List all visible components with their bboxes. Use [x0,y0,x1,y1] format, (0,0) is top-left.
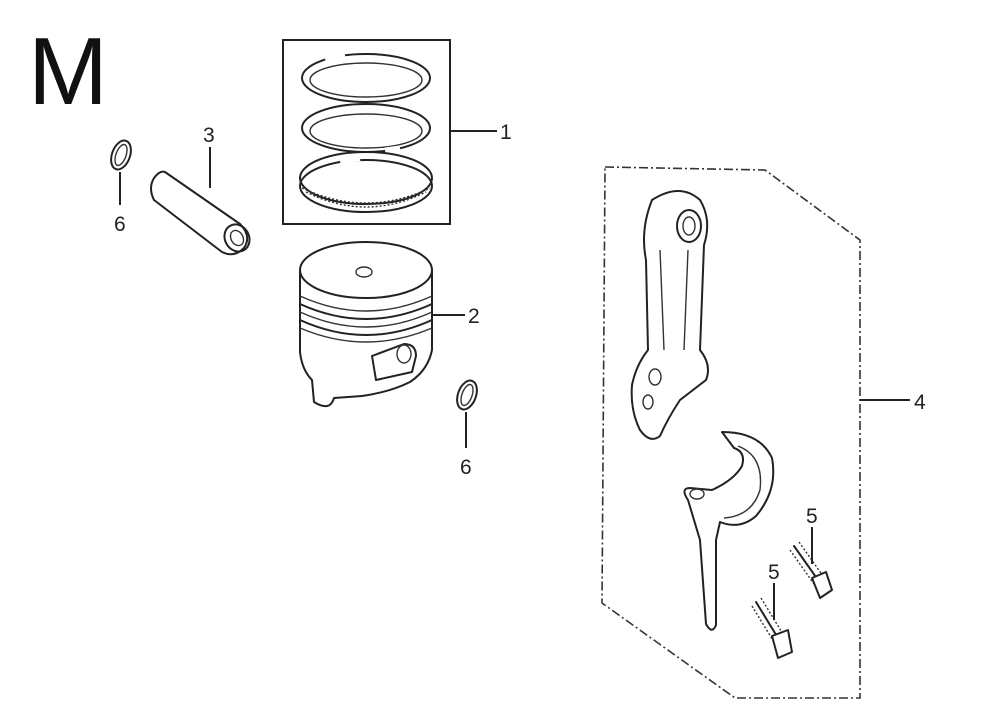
circlip-right [456,379,478,411]
rod-bolt-lower [751,597,793,659]
piston [299,241,433,408]
callout-6-left: 6 [114,213,126,236]
callout-5-upper: 5 [806,505,818,528]
piston-ring-set [282,39,451,225]
connecting-rod-cap [683,431,775,631]
callout-5-lower: 5 [768,561,780,584]
connecting-rod [630,190,709,440]
piston-pin [150,170,251,256]
connecting-rod-box [601,166,861,699]
circlip-left [110,139,132,171]
callout-1: 1 [500,121,512,144]
callout-2: 2 [468,305,480,328]
callout-6-right: 6 [460,456,472,479]
callout-3: 3 [203,124,215,147]
callout-4: 4 [914,391,926,414]
section-letter: M [28,18,108,125]
